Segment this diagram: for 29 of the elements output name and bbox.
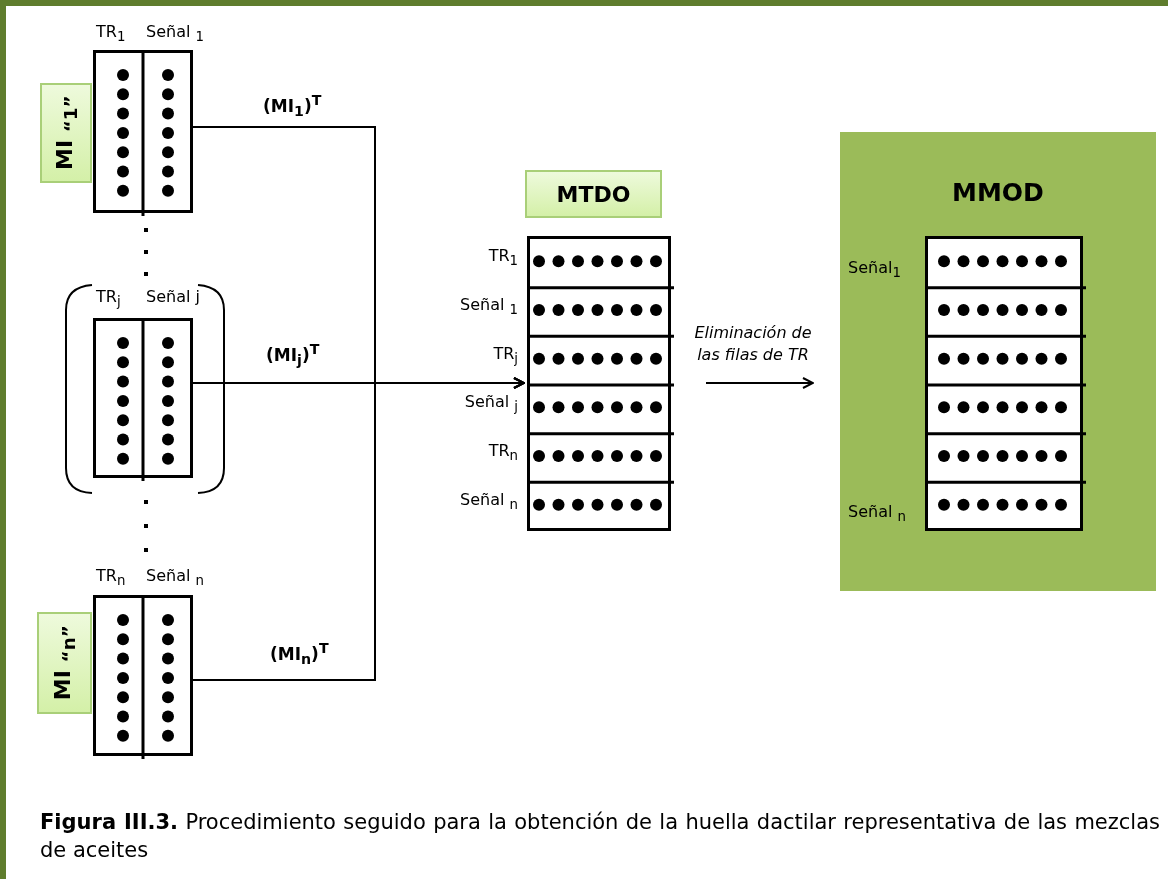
column-header: TR$_{1}$ xyxy=(96,22,126,45)
row-label: Señal$_{1}$ xyxy=(848,258,901,281)
row-label: Señal $_{j}$ xyxy=(464,392,518,415)
arrow xyxy=(192,377,525,681)
panel-title: MMOD xyxy=(951,178,1045,207)
edge-label: (MI$_{1}$)$^{T}$ xyxy=(263,92,322,120)
panel-background xyxy=(840,132,1156,591)
edge-label: (MI$_{j}$)$^{T}$ xyxy=(266,341,320,369)
column-header: Señal j xyxy=(146,287,200,306)
edge-label: (MI$_{n}$)$^{T}$ xyxy=(270,640,329,668)
column-header: Señal $_{n}$ xyxy=(146,566,204,589)
label-tag: MTDO xyxy=(525,170,662,218)
data-matrix xyxy=(93,595,193,756)
data-matrix xyxy=(93,318,193,478)
row-label: TR$_{j}$ xyxy=(493,343,518,366)
figure-caption: Figura III.3. Procedimiento seguido para la obtención de la huella dactilar representativa de las mezclas de aceites xyxy=(40,809,1160,864)
data-matrix xyxy=(527,236,671,531)
row-label: Señal $_{n}$ xyxy=(460,489,518,512)
column-header: TR$_{n}$ xyxy=(96,566,126,589)
column-header: TR$_{j}$ xyxy=(96,287,121,310)
edge-label: Eliminación de las filas de TR xyxy=(693,322,813,366)
row-label: Señal $_{1}$ xyxy=(460,295,518,318)
row-label: TR$_{1}$ xyxy=(488,246,518,269)
arrow xyxy=(705,377,814,389)
row-label: Señal $_{n}$ xyxy=(848,502,906,525)
row-label: TR$_{n}$ xyxy=(488,441,518,464)
data-matrix xyxy=(93,50,193,213)
data-matrix xyxy=(925,236,1083,531)
column-header: Señal $_{1}$ xyxy=(146,22,204,45)
